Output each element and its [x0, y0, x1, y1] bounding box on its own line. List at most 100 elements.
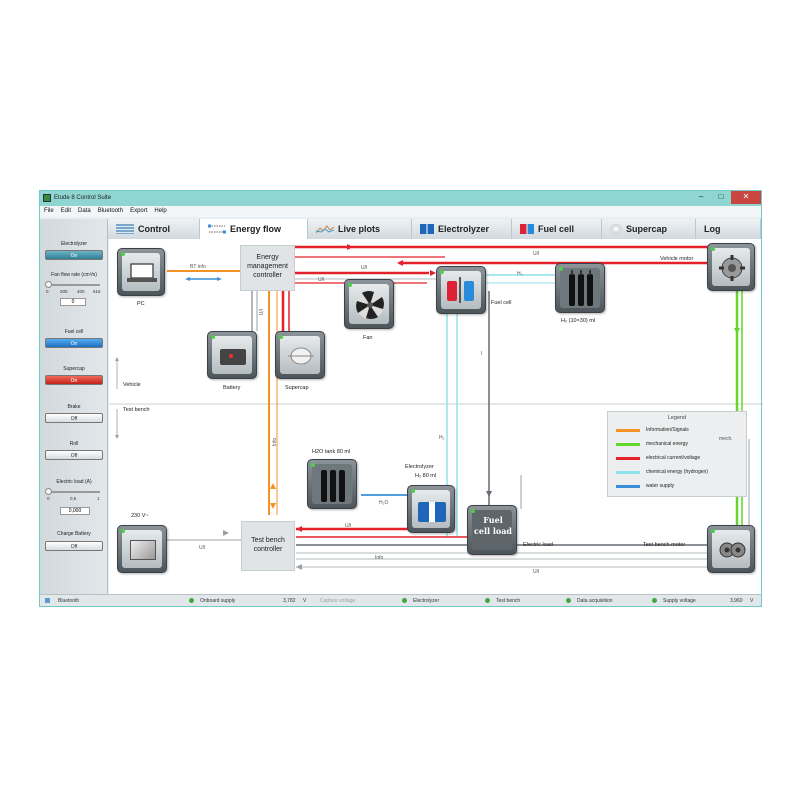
flow-label-info-bottom: Info: [375, 555, 384, 561]
flow-label-h2o: H₂O: [379, 500, 389, 506]
fuel-cell-cathode-icon: [464, 281, 474, 301]
electric-load-slider-track[interactable]: [48, 491, 100, 493]
water-tank-node[interactable]: [307, 459, 357, 509]
electrolyzer-node[interactable]: [407, 485, 455, 533]
legend-item-electrical: electrical current/voltage: [616, 454, 700, 462]
tab-live-plots[interactable]: Live plots: [308, 219, 412, 239]
battery-icon: [220, 349, 246, 365]
fan-tick-0: 0: [46, 289, 49, 294]
supercap-label: Supercap: [63, 366, 85, 372]
title-bar: Etude 8 Control Suite – □ ✕: [40, 191, 761, 206]
control-panel-icon: [116, 224, 134, 234]
flow-label-ui-battery: U/I: [259, 308, 266, 316]
fuel-cell-toggle-button[interactable]: On: [45, 338, 103, 348]
tab-supercap[interactable]: Supercap: [602, 219, 696, 239]
charge-battery-label: Charge Battery: [57, 531, 91, 537]
flow-label-ui-mid: U/I: [533, 251, 540, 257]
menu-help[interactable]: Help: [154, 208, 167, 214]
fan-flow-slider-track[interactable]: [48, 284, 100, 286]
bluetooth-status: Bluetooth: [45, 595, 79, 607]
minimize-button[interactable]: –: [698, 192, 704, 201]
energy-flow-icon: [208, 224, 226, 234]
menu-edit[interactable]: Edit: [60, 208, 72, 214]
flow-label-ui-tb: U/I: [345, 523, 352, 529]
status-led: [411, 489, 415, 493]
test-bench-section-label: Test bench: [123, 407, 150, 413]
flow-label-ui-tbc: U/I: [199, 545, 206, 551]
electric-load-label: Electric load (A): [56, 479, 92, 485]
electric-load-slider-handle[interactable]: [45, 488, 52, 495]
gear-icon: [719, 542, 746, 558]
fuel-cell-anode-icon: [447, 281, 457, 301]
menu-bar: File Edit Data Bluetooth Export Help: [40, 206, 761, 217]
legend-title: Legend: [667, 415, 687, 421]
supply-voltage-unit: V: [750, 598, 754, 604]
status-indicator-icon: [485, 598, 490, 604]
menu-export[interactable]: Export: [130, 208, 148, 214]
motor-icon: [719, 255, 745, 281]
fan-flow-slider-handle[interactable]: [45, 281, 52, 288]
electric-load-node[interactable]: Fuel cell load: [467, 505, 517, 555]
flow-label-mech: mech.: [719, 436, 733, 442]
menu-file[interactable]: File: [44, 208, 54, 214]
legend: Legend Information/Signals mechanical en…: [607, 411, 747, 497]
test-bench-motor-node[interactable]: [707, 525, 755, 573]
fuel-cell-icon: [520, 224, 534, 234]
fuel-cell-label: Fuel cell: [64, 329, 84, 335]
tab-fuel-cell-label: Fuel cell: [538, 224, 575, 234]
fan-node[interactable]: [344, 279, 394, 329]
status-led: [471, 509, 475, 513]
fan-label: Fan: [363, 335, 373, 341]
fuel-cell-load-icon: Fuel cell load: [474, 515, 512, 536]
tab-energy-flow-label: Energy flow: [230, 224, 282, 234]
status-led: [121, 252, 125, 256]
load-tick-half: 0,5: [70, 496, 77, 501]
tab-energy-flow[interactable]: Energy flow: [200, 219, 308, 239]
tab-live-plots-label: Live plots: [338, 224, 381, 234]
electric-load-input[interactable]: 0,000: [60, 507, 90, 515]
menu-data[interactable]: Data: [78, 208, 91, 214]
power-source-node[interactable]: [117, 525, 167, 573]
window-title: Etude 8 Control Suite: [54, 195, 112, 201]
roll-toggle-button[interactable]: Off: [45, 450, 103, 460]
load-tick-0: 0: [47, 496, 50, 501]
status-indicator-icon: [402, 598, 407, 604]
fan-flow-input[interactable]: 0: [60, 298, 86, 306]
tab-control[interactable]: Control: [108, 219, 200, 239]
battery-label: Battery: [223, 385, 241, 391]
fuel-cell-node[interactable]: [436, 266, 486, 314]
status-indicator-icon: [652, 598, 657, 604]
fuel-cell-label: Fuel cell: [491, 300, 512, 306]
electrolyzer-toggle-button[interactable]: On: [45, 250, 103, 260]
roll-label: Roll: [69, 441, 79, 447]
test-bench-controller[interactable]: Test bench controller: [241, 521, 295, 571]
vehicle-motor-node[interactable]: [707, 243, 755, 291]
electric-load-label: Electric load: [523, 542, 553, 548]
energy-management-controller[interactable]: Energy management controller: [240, 245, 295, 291]
tab-log[interactable]: Log: [696, 219, 761, 239]
hydrogen-tank-node[interactable]: [555, 263, 605, 313]
close-button[interactable]: ✕: [731, 191, 761, 204]
onboard-supply-status: Onboard supply: [189, 595, 235, 607]
tab-fuel-cell[interactable]: Fuel cell: [512, 219, 602, 239]
battery-node[interactable]: [207, 331, 257, 379]
legend-item-info: Information/Signals: [616, 426, 689, 434]
supply-voltage-value: 3,960: [730, 598, 743, 604]
pc-node[interactable]: [117, 248, 165, 296]
legend-item-chemical: chemical energy (hydrogen): [616, 468, 708, 476]
status-led: [711, 247, 715, 251]
menu-bluetooth[interactable]: Bluetooth: [97, 208, 124, 214]
brake-toggle-button[interactable]: Off: [45, 413, 103, 423]
maximize-button[interactable]: □: [718, 192, 724, 201]
flow-label-info: Info: [272, 437, 279, 447]
status-led: [121, 529, 125, 533]
supercap-toggle-button[interactable]: On: [45, 375, 103, 385]
energy-flow-diagram: PC BT info Energy management controller …: [109, 239, 763, 594]
charge-battery-toggle-button[interactable]: Off: [45, 541, 103, 551]
tab-electrolyzer[interactable]: Electrolyzer: [412, 219, 512, 239]
app-icon: [43, 194, 51, 202]
legend-item-water: water supply: [616, 482, 674, 490]
test-bench-motor-label: Test bench motor: [643, 542, 686, 548]
flow-label-ui-emc: U/I: [318, 277, 325, 283]
supercap-node[interactable]: [275, 331, 325, 379]
